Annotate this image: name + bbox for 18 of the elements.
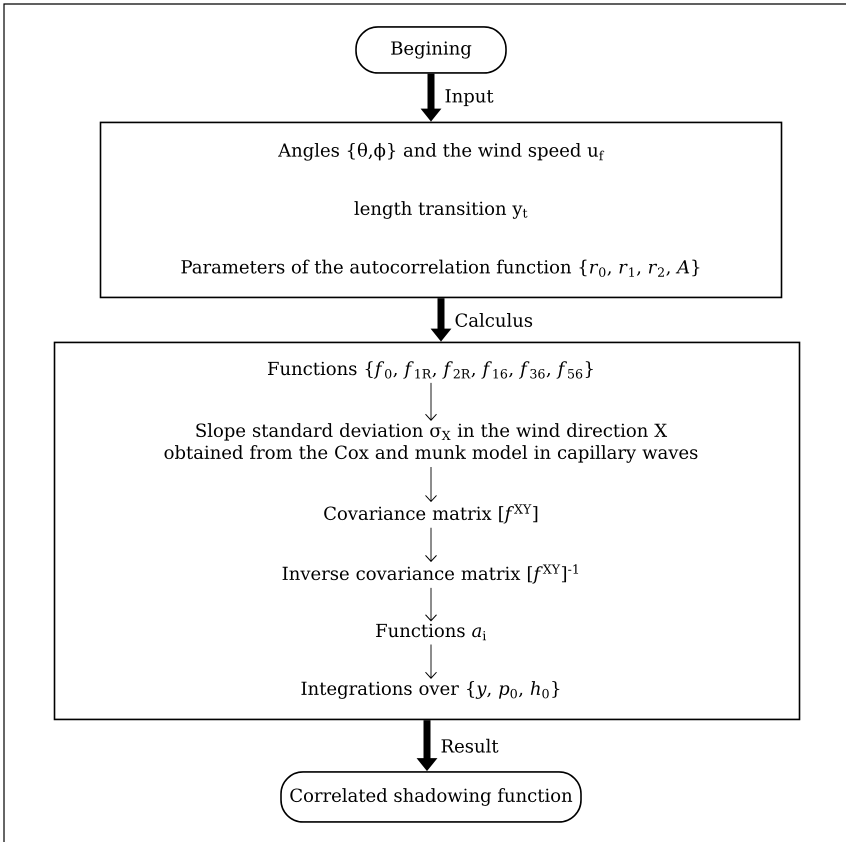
process-box: Angles {θ,ϕ} and the wind speed u$_{f}$ length transition y$_{t}$ Parameters of the autocorrelation function {r$_{0}$, r$_{1}$, r$_{2}$, A}: [100, 122, 782, 298]
edge-label: Input: [446, 89, 494, 106]
step-text: Integrations over {y, p$_{0}$, h$_{0}$}: [301, 681, 560, 699]
arrow: [425, 466, 437, 502]
step-text: Slope standard deviation σ$_{X}$ in the wind direction X obtained from the Cox and munk model in capillary waves: [164, 423, 698, 463]
step-text: Functions a$_{i}$: [376, 624, 486, 640]
step-text: Inverse covariance matrix [f$^{XY}$]$^{-1}$: [282, 564, 578, 584]
terminal-pill: Correlated shadowing function: [280, 771, 582, 823]
arrow: [425, 587, 437, 622]
step-text: Covariance matrix [f$^{XY}$]: [324, 504, 538, 524]
arrow: [425, 644, 437, 679]
edge-label: Calculus: [456, 313, 532, 327]
arrow: [425, 382, 437, 421]
step-text: Functions {f$_{0}$, f$_{1R}$, f$_{2R}$, f$_{16}$, f$_{36}$, f$_{56}$}: [268, 361, 593, 379]
arrow: [425, 527, 437, 562]
terminal-pill: Begining: [355, 26, 507, 74]
edge-label: Result: [442, 738, 498, 753]
process-box: [54, 342, 800, 720]
